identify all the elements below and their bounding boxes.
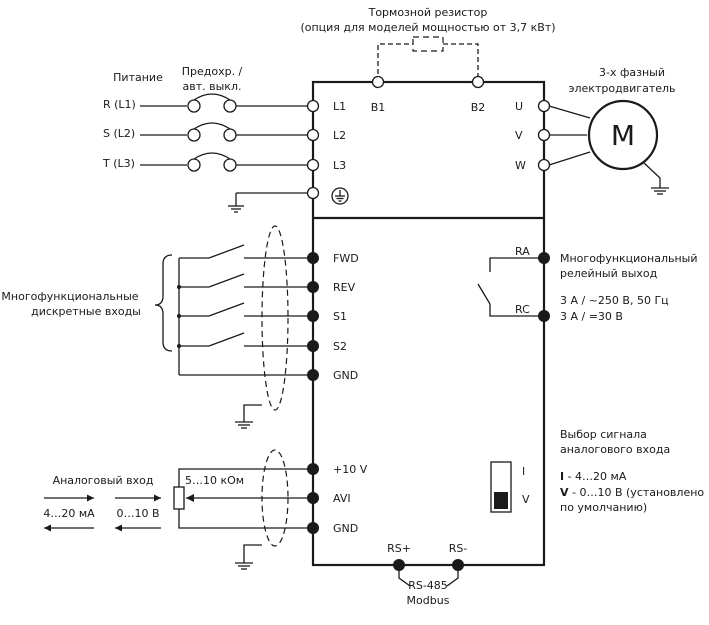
analog-voltage-label: 0…10 В: [116, 507, 159, 520]
relay-contact-wire-c: [489, 304, 544, 317]
switch-label-v: V: [522, 493, 530, 506]
phase-r-label: R (L1): [103, 98, 136, 111]
analog-option-v-default: по умолчанию): [560, 501, 647, 514]
terminal-rev-label: REV: [333, 281, 356, 294]
phase-s-label: S (L2): [103, 127, 135, 140]
terminal-u-label: U: [515, 100, 523, 113]
analog-option-i: I - 4…20 мА: [560, 470, 627, 483]
analog-shield: [261, 449, 289, 547]
terminal-gnd-digital-label: GND: [333, 369, 358, 382]
analog-select-title-1: Выбор сигнала: [560, 428, 647, 441]
terminal-l1-label: L1: [333, 100, 346, 113]
inverter-body: [311, 80, 546, 567]
terminal-l2-label: L2: [333, 129, 346, 142]
analog-input-label: Аналоговый вход: [53, 474, 154, 487]
terminal-fwd: [307, 252, 319, 264]
rs485-wire-minus: [446, 565, 459, 587]
analog-option-v-key: V: [560, 486, 569, 499]
earth-input: [228, 186, 320, 213]
terminal-b2: [471, 75, 485, 89]
terminal-fwd-label: FWD: [333, 252, 359, 265]
terminal-ra-label: RA: [515, 245, 530, 258]
digital-shield: [261, 225, 289, 411]
rs485-wire-plus: [398, 565, 411, 587]
terminal-10v: [307, 463, 319, 475]
terminal-s1-label: S1: [333, 310, 347, 323]
motor-label-2: электродвигатель: [568, 82, 675, 95]
terminal-s2-label: S2: [333, 340, 347, 353]
rs485-label: RS-485: [408, 579, 448, 592]
terminal-gnd-analog-label: GND: [333, 522, 358, 535]
brake-resistor-subtitle: (опция для моделей мощностью от 3,7 кВт): [300, 21, 555, 34]
terminal-b1: [371, 75, 385, 89]
switch-rev: [177, 273, 313, 289]
earth-motor: [642, 161, 669, 195]
current-signal-arrows: [44, 494, 94, 532]
brake-resistor-wiring: [377, 43, 479, 82]
phase-t-line: [140, 152, 320, 172]
earth-digital-shield: [235, 404, 262, 429]
terminal-avi-label: AVI: [333, 492, 351, 505]
power-label: Питание: [113, 71, 163, 84]
relay-label-1: Многофункциональный: [560, 252, 698, 265]
switch-s1: [177, 302, 313, 318]
analog-option-i-value: - 4…20 мА: [564, 470, 627, 483]
terminal-rc-label: RC: [515, 303, 530, 316]
relay-rating-2: 3 A / =30 В: [560, 310, 623, 323]
terminal-u: [537, 99, 551, 113]
earth-analog-shield: [235, 544, 262, 570]
analog-option-v-value: - 0…10 В (установлено: [569, 486, 705, 499]
analog-option-i-key: I: [560, 470, 564, 483]
brake-resistor-box: [412, 36, 444, 52]
voltage-signal-arrows: [115, 494, 161, 532]
phase-r-line: [140, 93, 320, 113]
terminal-gnd-digital: [307, 369, 319, 381]
digital-inputs-label-2: дискретные входы: [31, 305, 141, 318]
terminal-v-label: V: [515, 129, 523, 142]
terminal-rev: [307, 281, 319, 293]
relay-rating-1: 3 A / ~250 В, 50 Гц: [560, 294, 669, 307]
terminal-v: [537, 128, 551, 142]
analog-select-title-2: аналогового входа: [560, 443, 670, 456]
terminal-s2: [307, 340, 319, 352]
motor-symbol: [587, 99, 659, 171]
terminal-gnd-analog: [307, 522, 319, 534]
terminal-10v-label: +10 V: [333, 463, 368, 476]
ground-icon: [331, 187, 349, 205]
terminal-avi: [307, 492, 319, 504]
switch-fwd: [179, 244, 313, 259]
motor-label-1: 3-х фазный: [599, 66, 665, 79]
terminal-rs-plus-label: RS+: [387, 542, 411, 555]
modbus-label: Modbus: [407, 594, 450, 607]
terminal-w: [537, 158, 551, 172]
switch-s2: [177, 332, 313, 348]
terminal-s1: [307, 310, 319, 322]
brake-resistor-title: Тормозной резистор: [368, 6, 488, 19]
analog-option-v: V - 0…10 В (установлено: [560, 486, 704, 499]
phase-s-line: [140, 122, 320, 142]
motor-letter: M: [611, 119, 635, 152]
relay-contact-wire-a: [489, 257, 544, 272]
phase-t-label: T (L3): [102, 157, 135, 170]
terminal-b1-label: B1: [371, 101, 386, 114]
terminal-b2-label: B2: [471, 101, 486, 114]
breaker-label-1: Предохр. /: [182, 65, 243, 78]
switch-label-i: I: [522, 465, 525, 478]
relay-contact: [477, 283, 491, 305]
digital-inputs-brace: [154, 254, 173, 352]
terminal-l3-label: L3: [333, 159, 346, 172]
analog-current-label: 4…20 мА: [43, 507, 95, 520]
analog-select-switch[interactable]: [490, 461, 512, 513]
potentiometer-label: 5…10 кОм: [185, 474, 244, 487]
digital-inputs-label-1: Многофункциональные: [1, 290, 138, 303]
analog-select-switch-knob[interactable]: [494, 492, 508, 509]
breaker-label-2: авт. выкл.: [183, 80, 242, 93]
relay-label-2: релейный выход: [560, 267, 658, 280]
terminal-w-label: W: [515, 159, 526, 172]
terminal-rs-minus-label: RS-: [449, 542, 468, 555]
